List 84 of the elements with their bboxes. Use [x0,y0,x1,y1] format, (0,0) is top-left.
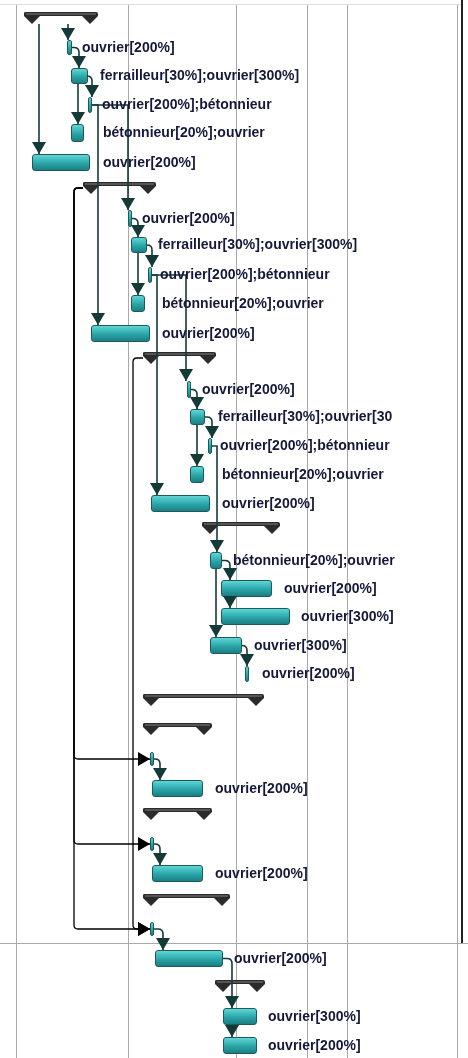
dependency-arrow [132,357,151,936]
task-bar [187,381,191,398]
task-bar [190,466,204,483]
dependency-arrow [91,104,135,211]
task-bar [155,950,223,967]
task-bar [190,409,205,425]
dependency-arrow [221,559,237,581]
resource-label: ouvrier[200%] [82,38,175,55]
dependency-arrow [222,957,239,1009]
task-bar [221,608,290,625]
dependency-arrow [131,252,145,296]
task-bar [148,267,152,283]
task-bar [223,1008,257,1025]
summary-bar [143,894,230,906]
task-bar [152,780,203,797]
resource-label: ferrailleur[30%];ouvrier[30 [218,408,393,424]
resource-label: ouvrier[200%] [268,1036,361,1053]
dependency-arrow [131,217,145,238]
resource-label: ouvrier[200%] [202,380,295,397]
summary-bar [83,182,156,194]
summary-bar [143,808,212,820]
dependency-arrow [61,23,75,41]
task-bar [152,865,203,882]
dependency-arrow [32,23,46,155]
task-bar [131,237,147,253]
resource-label: bétonnieur[20%];ouvrier [233,551,395,568]
task-bar [131,295,145,312]
task-bar [223,1037,257,1054]
dependency-arrow [71,46,86,69]
dependency-arrow [190,388,204,410]
summary-bar [143,352,216,364]
summary-bar [215,980,265,992]
task-bar [71,124,84,142]
resource-label: ouvrier[200%];bétonnieur [102,96,272,112]
resource-label: ouvrier[200%] [215,864,308,881]
resource-label: ouvrier[200%] [234,949,327,966]
task-bar [151,495,210,512]
summary-bar [24,12,98,24]
dependency-arrow [150,274,164,496]
summary-bar [143,723,212,735]
summary-bar [202,522,280,534]
resource-label: ouvrier[300%] [301,607,394,624]
task-bar [88,97,92,113]
start-marker [150,752,154,766]
resource-label: ouvrier[200%] [215,779,308,796]
dependency-arrow [223,596,237,609]
resource-label: ouvrier[200%] [284,579,377,596]
dependency-arrow [240,644,254,667]
task-bar [210,552,222,569]
dependency-arrow [71,83,85,125]
task-bar [67,40,72,55]
dependency-arrow [204,416,219,439]
resource-label: ferrailleur[30%];ouvrier[300%] [158,236,358,252]
task-bar [221,580,272,597]
dependency-arrow [85,75,99,98]
resource-label: ouvrier[200%];bétonnieur [160,266,330,282]
task-bar [245,666,249,682]
dependency-arrow [225,1024,239,1038]
task-bar [71,68,88,84]
start-marker [150,922,154,936]
dependency-arrow [91,104,105,326]
resource-label: ouvrier[200%];bétonnieur [220,437,390,453]
dependency-arrow [153,928,170,951]
resource-label: ouvrier[200%] [262,665,355,681]
resource-label: ouvrier[200%] [142,209,235,226]
dependency-arrow [145,244,159,268]
task-bar [208,438,212,454]
dependency-arrow [190,424,204,467]
task-bar [91,325,150,342]
resource-label: ouvrier[300%] [254,636,347,653]
resource-label: ouvrier[200%] [222,494,315,511]
resource-label: ferrailleur[30%];ouvrier[300%] [100,67,300,83]
summary-bar [143,694,264,706]
dependency-arrow [151,274,193,382]
dependency-arrow [209,568,223,638]
dependency-arrow [210,445,224,553]
dependency-arrow [153,758,167,781]
start-marker [150,837,154,851]
task-bar [210,637,242,654]
task-bar [128,210,132,227]
resource-label: ouvrier[300%] [268,1007,361,1024]
task-bar [32,154,90,171]
dependency-arrow [153,843,167,866]
resource-label: bétonnieur[20%];ouvrier [222,465,384,482]
